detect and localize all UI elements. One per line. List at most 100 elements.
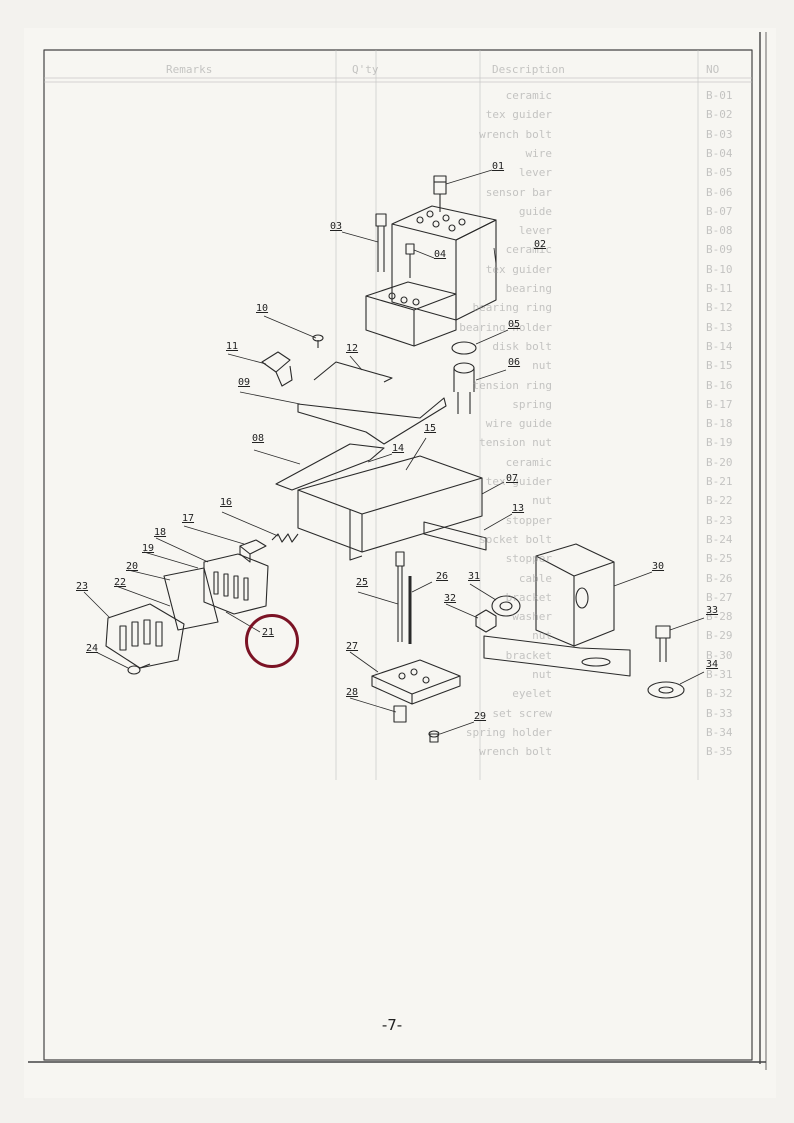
parts-row-no: B-03 (706, 127, 733, 141)
parts-row-description: spring (512, 397, 552, 411)
col-header-description: Description (492, 63, 565, 76)
parts-row-description: tension ring (472, 378, 552, 392)
parts-row-no: B-29 (706, 629, 733, 643)
parts-row-no: B-04 (706, 146, 733, 160)
part-31-eyelet (491, 595, 521, 617)
parts-row-description: disk bolt (492, 339, 552, 353)
callout-07: 07 (506, 473, 519, 484)
part-10-screw (312, 334, 324, 348)
parts-row-no: B-15 (706, 359, 733, 373)
callout-09: 09 (238, 377, 251, 388)
parts-row-no: B-27 (706, 590, 733, 604)
parts-row-no: B-28 (706, 610, 733, 624)
parts-row-no: B-11 (706, 282, 733, 295)
page-number: -7- (381, 1016, 403, 1034)
parts-row-no: B-24 (706, 532, 733, 546)
part-28-nut (393, 705, 407, 723)
parts-row-description: ceramic (505, 455, 552, 469)
part-33-bolt (655, 625, 671, 662)
callout-31: 31 (468, 571, 481, 582)
parts-row-no: B-20 (706, 455, 733, 469)
parts-row-description: nut (532, 359, 552, 373)
part-09-lever (297, 397, 447, 445)
highlight-circle-part-21 (245, 614, 299, 668)
parts-row-description: bracket (505, 590, 552, 604)
part-08-lever (275, 443, 385, 491)
part-03-bolt (375, 213, 387, 272)
parts-row-description: nut (532, 668, 552, 681)
callout-10: 10 (256, 303, 269, 314)
callout-13: 13 (512, 503, 525, 514)
parts-row-no: B-31 (706, 668, 733, 681)
parts-row-description: wire (525, 146, 553, 160)
callout-19: 19 (142, 543, 155, 554)
parts-row-description: nut (532, 629, 552, 643)
parts-row-no: B-34 (706, 725, 733, 739)
parts-row-description: bracket (505, 648, 552, 662)
callout-02: 02 (534, 239, 547, 250)
parts-row-no: B-35 (706, 745, 733, 759)
part-16-spring (271, 533, 299, 543)
parts-row-description: wrench bolt (479, 745, 552, 759)
part-25-rod (395, 551, 405, 642)
parts-row-no: B-02 (706, 108, 733, 122)
part-02-block (391, 205, 497, 321)
parts-row-description: nut (532, 494, 552, 508)
parts-row-no: B-07 (706, 204, 733, 218)
part-01-screw (433, 175, 447, 212)
parts-row-description: spring holder (465, 725, 552, 739)
col-header-remarks: Remarks (166, 63, 213, 76)
parts-row-no: B-19 (706, 436, 733, 450)
callout-26: 26 (436, 571, 449, 582)
part-34-washer (647, 681, 685, 699)
part-30-bracket (483, 543, 631, 677)
callout-04: 04 (434, 249, 447, 260)
callout-30: 30 (652, 561, 665, 572)
parts-row-description: stopper (505, 513, 552, 527)
part-27-plate (371, 659, 461, 705)
part-18-21-plates (163, 553, 269, 631)
parts-row-no: B-01 (706, 89, 733, 102)
part-17-block (239, 539, 267, 563)
parts-row-no: B-09 (706, 243, 733, 257)
parts-row-no: B-25 (706, 552, 733, 566)
part-05-ring (451, 341, 477, 355)
col-header-no: NO (706, 63, 720, 76)
callout-27: 27 (346, 641, 359, 652)
parts-row-description: guide (518, 204, 552, 218)
parts-row-description: sensor bar (485, 185, 552, 199)
leader-lines (83, 169, 705, 735)
parts-row-no: B-16 (706, 378, 733, 392)
parts-row-description: lever (518, 166, 552, 180)
parts-row-no: B-10 (706, 262, 733, 276)
parts-row-no: B-08 (706, 224, 733, 238)
callout-15: 15 (424, 423, 437, 434)
parts-row-description: eyelet (512, 687, 552, 701)
parts-row-no: B-32 (706, 687, 733, 701)
parts-row-description: bearing holder (459, 320, 552, 334)
parts-row-description: wrench bolt (479, 127, 552, 141)
parts-row-description: cable (518, 571, 552, 585)
parts-row-description: socket bolt (479, 532, 552, 546)
parts-row-no: B-17 (706, 397, 733, 411)
parts-row-description: tension nut (479, 436, 552, 450)
parts-row-description: bearing (505, 282, 552, 295)
parts-row-description: bearing ring (472, 301, 552, 315)
part-32-nut (475, 609, 497, 633)
parts-row-description: washer (512, 610, 552, 624)
callout-12: 12 (346, 343, 359, 354)
parts-row-description: set screw (492, 706, 552, 720)
callout-20: 20 (126, 561, 139, 572)
callout-28: 28 (346, 687, 359, 698)
parts-row-no: B-13 (706, 320, 733, 334)
parts-row-description: ceramic (505, 89, 552, 102)
callout-01: 01 (492, 161, 505, 172)
page-frame (28, 32, 767, 1070)
part-11-fitting (261, 351, 293, 387)
parts-row-no: B-12 (706, 301, 733, 315)
part-02-base (365, 281, 457, 347)
parts-row-description: wire guide (485, 417, 552, 431)
parts-row-no: B-26 (706, 571, 733, 585)
callout-16: 16 (220, 497, 233, 508)
